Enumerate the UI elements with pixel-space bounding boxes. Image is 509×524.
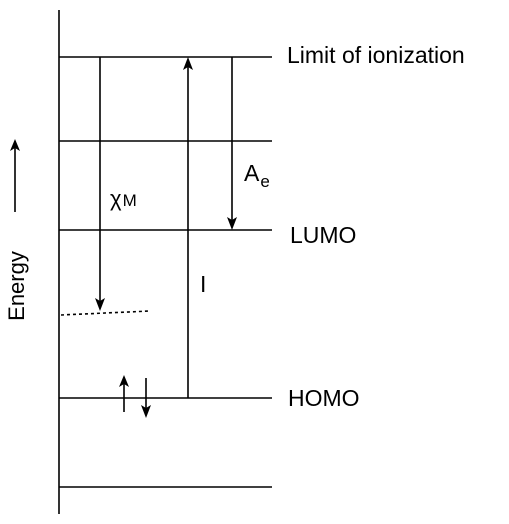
electron-spin-down-arrow (141, 378, 151, 418)
electronegativity-symbol: χM (110, 186, 137, 211)
lumo-label: LUMO (290, 222, 356, 248)
electron-spin-up-arrow (119, 375, 129, 412)
electron-affinity-arrow (227, 57, 237, 230)
homo-label: HOMO (288, 385, 360, 411)
electronegativity-level-dashed-line (60, 310, 151, 316)
energy-axis-label: Energy (4, 251, 29, 321)
ionization-limit-label: Limit of ionization (287, 42, 465, 68)
electron-affinity-symbol: Ae (244, 160, 270, 191)
energy-direction-arrow (10, 139, 20, 212)
electronegativity-arrow (95, 57, 105, 311)
ionization-energy-symbol: I (200, 271, 206, 297)
ionization-energy-arrow (183, 57, 193, 398)
